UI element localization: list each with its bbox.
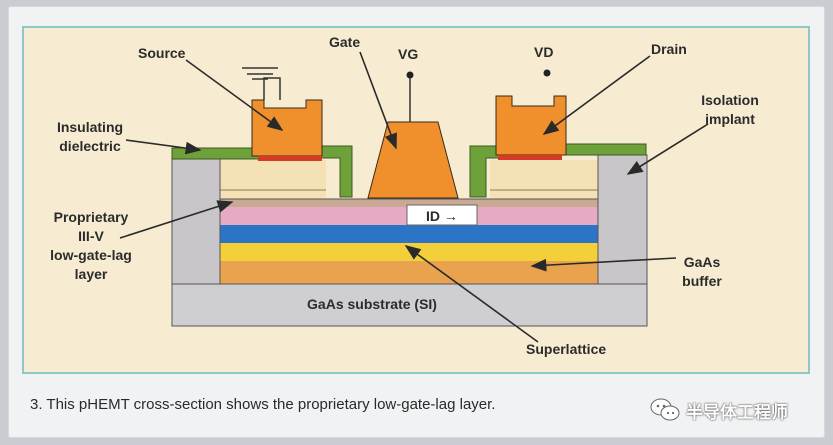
label-vd: VD [534, 44, 554, 60]
label-proprietary-line1: Proprietary [53, 209, 129, 225]
yellow-layer [220, 243, 598, 261]
vd-terminal-dot [543, 69, 551, 77]
arrow-insulating [125, 139, 202, 155]
thin-brown-layer [220, 199, 598, 207]
figure-caption: 3. This pHEMT cross-section shows the pr… [30, 396, 496, 413]
label-gate: Gate [329, 34, 361, 50]
watermark-text: 半导体工程师 [686, 402, 788, 423]
watermark: 半导体工程师 [650, 397, 788, 423]
gate-electrode [367, 121, 459, 199]
label-insulating-line2: dielectric [59, 138, 121, 154]
label-insulating-line1: Insulating [56, 119, 124, 135]
label-id: ID → [426, 208, 458, 224]
source-ohmic [258, 156, 322, 161]
arrow-superlattice [404, 245, 539, 343]
label-drain: Drain [651, 41, 687, 57]
vg-terminal-dot [406, 71, 414, 79]
cap-layer-right [490, 160, 598, 199]
label-gaas-buffer-line2: buffer [682, 273, 722, 289]
label-isolation-line2: implant [705, 111, 755, 127]
blue-layer [220, 225, 598, 243]
label-source: Source [138, 45, 186, 61]
wechat-icon [650, 398, 680, 421]
label-gaas-buffer: GaAs buffer [672, 253, 732, 291]
arrow-proprietary [119, 200, 234, 239]
label-proprietary-layer: Proprietary III-V low-gate-lag layer [36, 208, 146, 284]
label-proprietary-line2: III-V [78, 228, 104, 244]
arrow-drain [542, 55, 651, 135]
buffer-layer [220, 261, 598, 284]
label-isolation-line1: Isolation [701, 92, 759, 108]
label-vg: VG [398, 46, 419, 62]
cap-layer-left [220, 160, 326, 199]
isolation-implant-right [597, 154, 648, 285]
label-proprietary-line3: low-gate-lag [50, 247, 132, 263]
arrow-source [185, 59, 284, 131]
label-superlattice: Superlattice [526, 341, 607, 357]
label-gaas-buffer-line1: GaAs [683, 254, 721, 270]
label-insulating-dielectric: Insulating dielectric [44, 118, 136, 156]
arrow-buffer [530, 257, 677, 272]
arrow-gate [359, 51, 397, 150]
label-isolation-implant: Isolation implant [690, 91, 770, 129]
label-proprietary-line4: layer [74, 266, 108, 282]
drain-ohmic [498, 155, 562, 160]
isolation-implant-left [171, 156, 221, 285]
arrow-isolation [626, 123, 709, 175]
id-box [406, 204, 478, 226]
source-contact [251, 99, 323, 157]
dielectric-left-top [171, 147, 261, 160]
label-substrate: GaAs substrate (SI) [307, 296, 437, 312]
dielectric-right-top [559, 143, 647, 156]
ground-icon [242, 67, 281, 100]
